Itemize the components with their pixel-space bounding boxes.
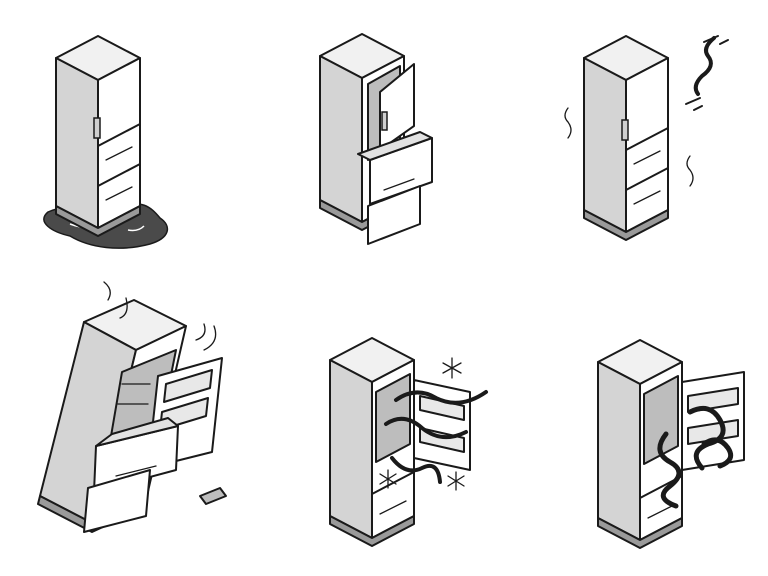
fridge-front [625,57,669,233]
fridge-base [55,205,141,237]
fridge-side [329,359,373,539]
fridge-base [597,517,683,549]
lower-drawer [83,469,151,533]
fridge-base [583,209,669,241]
noise-squiggle [693,36,716,96]
cold-air-stream [384,390,488,484]
fridge-interior [643,375,679,465]
panel-frost-cold-air [329,337,488,547]
vibration-lines-right [686,155,694,187]
door-handle [381,111,388,131]
panel-door-not-closing [319,33,433,245]
odor-wave [657,405,734,509]
panel-noise-vibration [564,35,729,241]
fridge-side [583,57,627,233]
lower-drawer [367,185,421,245]
fridge-side [319,55,363,223]
open-door [379,63,415,151]
vibration-lines-left [564,107,572,139]
panel-unstable-tilting [37,281,227,533]
snowflake-icon [379,357,465,491]
fridge-base [329,515,415,547]
panel-bad-odor [597,339,745,549]
fridge-side [597,361,641,541]
door-handle [93,117,101,139]
panel-water-leak [43,35,169,249]
fridge-side [55,57,99,229]
fallen-bottle [199,487,227,505]
door-handle [621,119,629,141]
